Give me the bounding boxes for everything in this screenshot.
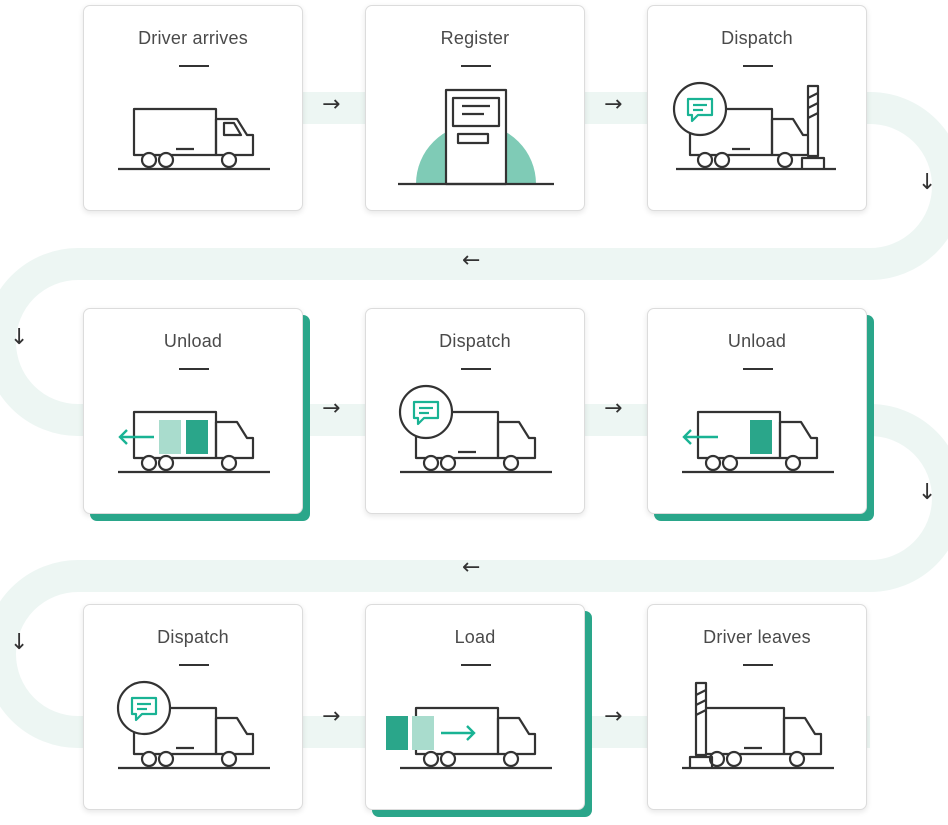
- title-divider: [179, 664, 209, 666]
- arrow-right-icon: →: [322, 92, 341, 117]
- title-divider: [179, 368, 209, 370]
- title-divider: [461, 368, 491, 370]
- step-title: Unload: [163, 331, 223, 351]
- arrow-right-icon: →: [604, 396, 623, 421]
- truck-message-icon: [398, 384, 552, 474]
- arrow-left-icon: ←: [462, 555, 481, 580]
- title-divider: [743, 368, 773, 370]
- arrow-right-icon: →: [322, 704, 341, 729]
- truck-load-icon: [386, 706, 552, 770]
- truck-barrier-message-icon: [672, 81, 836, 171]
- step-card-driver-leaves: Driver leaves: [647, 604, 867, 810]
- truck-unload-two-icon: [118, 410, 270, 474]
- step-card-unload-1: Unload: [83, 308, 303, 514]
- step-title: Unload: [727, 331, 787, 351]
- arrow-right-icon: →: [322, 396, 341, 421]
- step-title: Dispatch: [157, 627, 229, 647]
- step-title: Driver arrives: [138, 28, 248, 48]
- title-divider: [743, 664, 773, 666]
- title-divider: [179, 65, 209, 67]
- truck-unload-one-icon: [682, 410, 834, 474]
- arrow-down-icon: ↓: [918, 480, 937, 505]
- kiosk-icon: [398, 88, 554, 186]
- arrow-down-icon: ↓: [10, 630, 29, 655]
- step-card-dispatch-2: Dispatch: [365, 308, 585, 514]
- step-title: Register: [440, 28, 510, 48]
- step-card-dispatch-3: Dispatch: [83, 604, 303, 810]
- step-title: Load: [454, 627, 496, 647]
- arrow-down-icon: ↓: [10, 325, 29, 350]
- title-divider: [461, 664, 491, 666]
- truck-barrier-icon: [682, 681, 834, 770]
- title-divider: [743, 65, 773, 67]
- arrow-left-icon: ←: [462, 248, 481, 273]
- arrow-down-icon: ↓: [918, 170, 937, 195]
- step-card-register: Register: [365, 5, 585, 211]
- step-title: Dispatch: [439, 331, 511, 351]
- truck-icon: [118, 107, 270, 171]
- step-card-unload-2: Unload: [647, 308, 867, 514]
- truck-message-icon: [116, 680, 270, 770]
- step-card-dispatch-1: Dispatch: [647, 5, 867, 211]
- arrow-right-icon: →: [604, 92, 623, 117]
- step-card-driver-arrives: Driver arrives: [83, 5, 303, 211]
- title-divider: [461, 65, 491, 67]
- arrow-right-icon: →: [604, 704, 623, 729]
- step-title: Dispatch: [721, 28, 793, 48]
- step-title: Driver leaves: [703, 627, 811, 647]
- step-card-load: Load: [365, 604, 585, 810]
